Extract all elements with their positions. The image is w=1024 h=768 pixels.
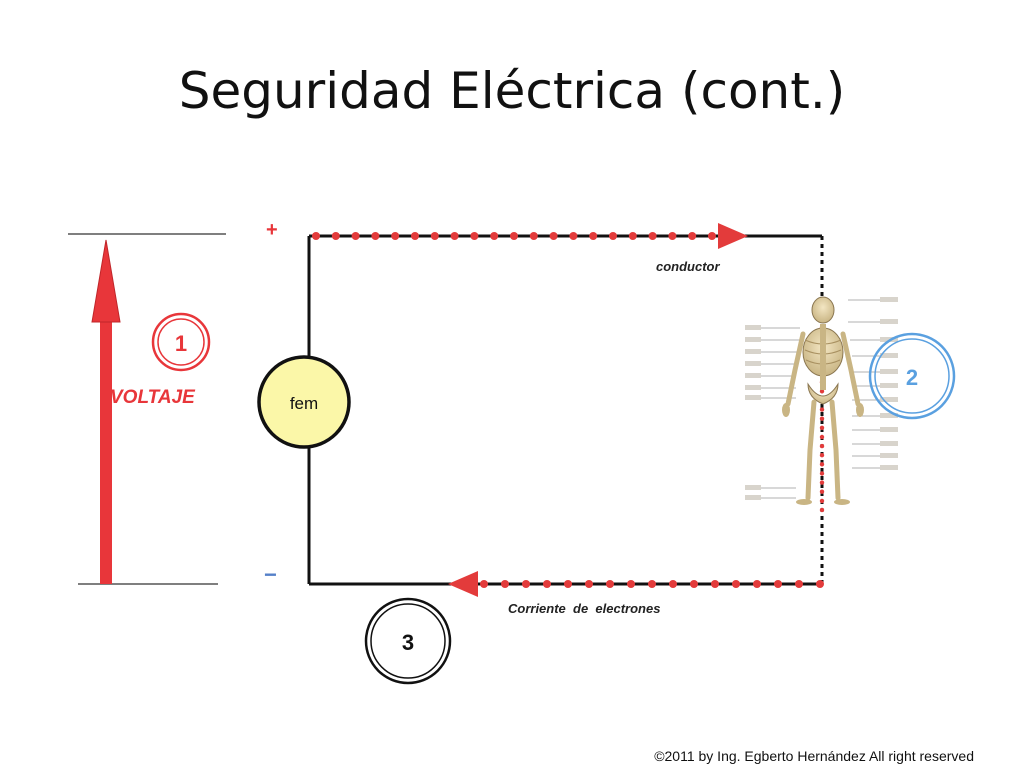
electron-dot [648, 580, 656, 588]
current-label: Corriente de electrones [508, 601, 660, 616]
electron-dot [711, 580, 719, 588]
electron-dot [819, 462, 825, 467]
electron-dot [606, 580, 614, 588]
voltage-label: VOLTAJE [110, 387, 196, 408]
electron-dot [819, 389, 825, 394]
electron-dot [569, 232, 578, 240]
electron-dot [669, 580, 677, 588]
electron-dot [819, 453, 825, 458]
electron-dot [819, 434, 825, 440]
electron-dot [795, 580, 803, 588]
marker-2-outer [868, 332, 956, 420]
electron-dot [430, 232, 439, 240]
marker-1-inner [157, 318, 205, 366]
electron-dot [371, 232, 380, 240]
electron-dot [470, 232, 479, 240]
copyright-footer: ©2011 by Ing. Egberto Hernández All righ… [654, 748, 974, 764]
electron-dot [564, 580, 572, 588]
electron-dot [589, 232, 598, 240]
electron-dot [819, 443, 825, 449]
electron-dot [708, 232, 716, 240]
minus-sign: − [264, 562, 277, 587]
electron-dot [819, 498, 825, 504]
electron-dot [753, 580, 761, 588]
circuit-wire [307, 234, 824, 586]
electron-dot [331, 232, 340, 240]
voltage-arrow-shaft [100, 320, 112, 584]
voltage-indicator: 1 VOLTAJE [68, 233, 226, 585]
electron-dot [549, 232, 558, 240]
marker-3-inner [370, 603, 446, 679]
electron-dot [351, 232, 360, 240]
electron-dot [522, 580, 530, 588]
electron-dot [732, 580, 740, 588]
marker-3-outer [364, 597, 452, 685]
emf-source-circle [257, 355, 351, 449]
electron-dot [510, 232, 518, 240]
electron-dot [819, 507, 825, 513]
marker-1-label: 1 [175, 331, 187, 356]
conductor-label: conductor [656, 259, 720, 274]
plus-sign: + [266, 219, 278, 241]
electron-dots-bottom [480, 580, 824, 588]
electron-dot [609, 232, 617, 240]
electron-dot [585, 580, 593, 588]
electron-dot [627, 580, 635, 588]
electron-dot [819, 489, 825, 494]
electron-dot [690, 580, 698, 588]
electron-dot [480, 580, 488, 588]
electron-dot [819, 407, 825, 412]
emf-source: fem [257, 355, 351, 449]
electron-dot [819, 416, 825, 421]
marker-2-inner [874, 338, 950, 414]
electron-dot [816, 580, 824, 588]
marker-1-outer [151, 312, 211, 372]
electron-dots-top [312, 232, 716, 240]
electron-dot [529, 232, 538, 240]
electron-dot [688, 232, 697, 240]
voltage-arrow-head [91, 239, 121, 323]
electron-dot [628, 232, 637, 240]
electron-dot [819, 425, 825, 430]
electron-dot [668, 232, 677, 240]
electron-dot [450, 232, 459, 240]
electron-dot [391, 232, 400, 240]
slide-title: Seguridad Eléctrica (cont.) [178, 62, 846, 120]
marker-2: 2 [868, 332, 956, 420]
electron-dot [411, 232, 419, 240]
electron-dot [819, 471, 825, 476]
electron-dot [774, 580, 782, 588]
electron-dot [490, 232, 499, 240]
marker-2-label: 2 [906, 365, 918, 390]
flow-arrow-left [448, 571, 478, 597]
electron-dot [501, 580, 509, 588]
emf-source-label: fem [290, 394, 318, 413]
electron-dot [819, 480, 825, 485]
flow-arrow-right [718, 223, 748, 249]
marker-3-label: 3 [402, 630, 414, 655]
human-skeleton-icon [745, 296, 898, 505]
electron-dot [312, 232, 320, 240]
electron-dot [543, 580, 551, 588]
electron-dot [648, 232, 657, 240]
marker-3: 3 [364, 597, 452, 685]
